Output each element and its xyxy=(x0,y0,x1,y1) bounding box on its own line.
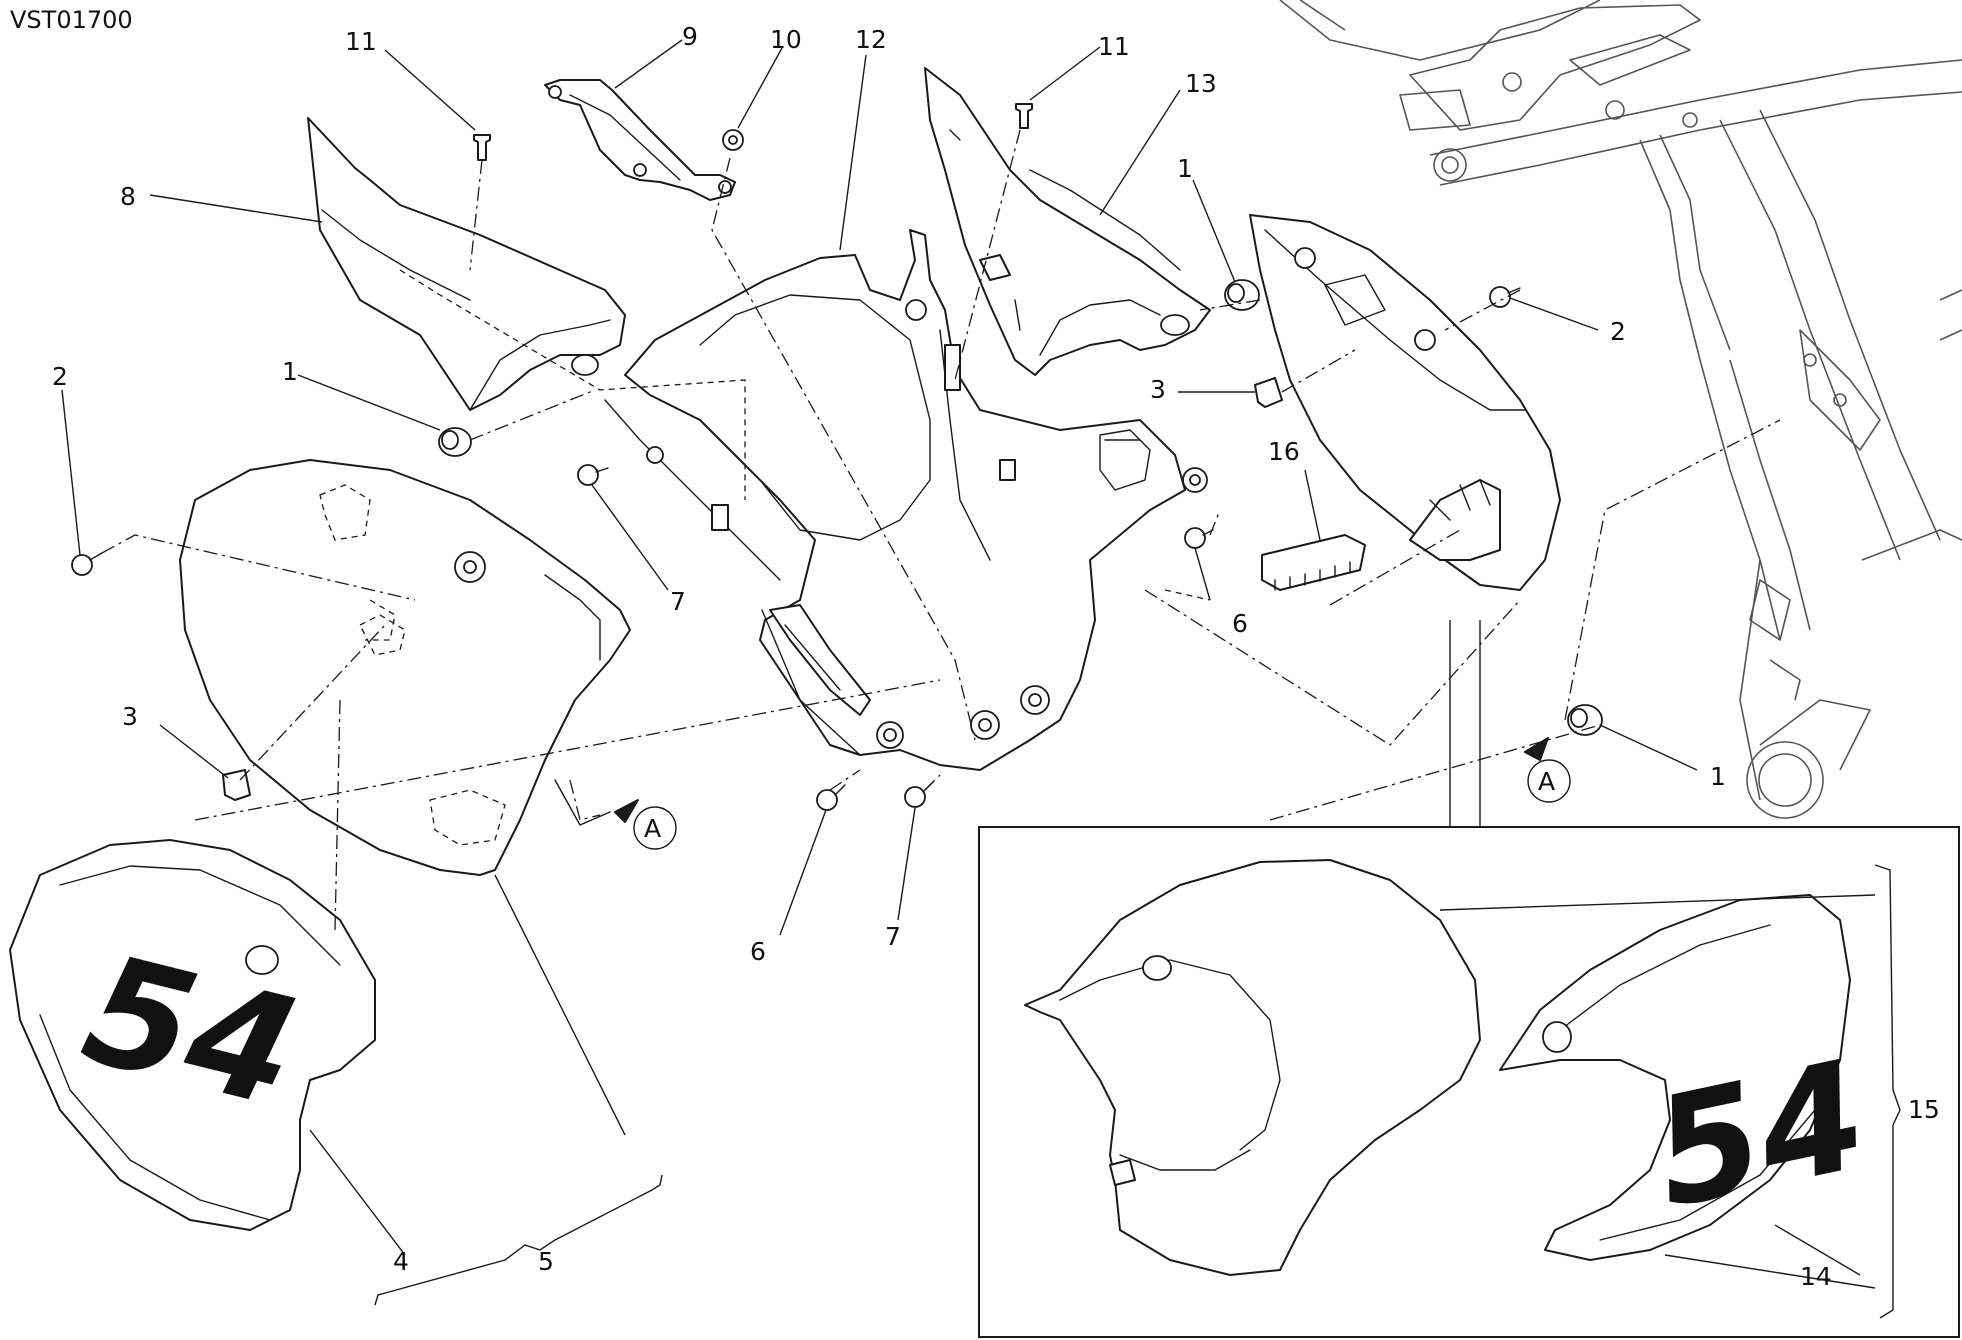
drawing-code: VST01700 xyxy=(10,6,133,34)
callout-7-mid: 7 xyxy=(670,587,686,616)
callout-2-right: 2 xyxy=(1610,317,1626,346)
part-11-screw-left xyxy=(473,134,491,161)
callout-1-lower: 1 xyxy=(1710,762,1726,791)
hidden-lines xyxy=(365,269,1211,641)
callout-13: 13 xyxy=(1185,69,1217,98)
rear-subframe xyxy=(1279,0,1962,819)
callout-1-left: 1 xyxy=(282,357,298,386)
callout-10: 10 xyxy=(770,25,802,54)
part-3-clip-right xyxy=(1254,377,1283,408)
part-2-screw-left xyxy=(71,552,103,576)
callout-16: 16 xyxy=(1268,437,1300,466)
callout-11-left: 11 xyxy=(345,27,377,56)
callout-3-right: 3 xyxy=(1150,375,1166,404)
part-1-grommet-upper xyxy=(1224,279,1260,311)
callout-11-right: 11 xyxy=(1098,32,1130,61)
part-7-screw-low xyxy=(904,781,934,808)
part-13-upper-trim xyxy=(924,67,1211,376)
callout-7-low: 7 xyxy=(885,922,901,951)
svg-text:A: A xyxy=(644,814,661,843)
part-15-tail-cover-inset xyxy=(1024,859,1481,1276)
part-8-upper-side-cover xyxy=(307,117,626,411)
callout-4: 4 xyxy=(393,1247,409,1276)
leader-lines xyxy=(61,39,1876,1289)
part-1-grommet-left xyxy=(438,427,472,457)
assembly-lines xyxy=(101,129,1781,931)
callout-9: 9 xyxy=(682,22,698,51)
callout-8: 8 xyxy=(120,182,136,211)
part-7-screw-mid xyxy=(577,464,609,486)
callout-14: 14 xyxy=(1800,1262,1832,1291)
part-16-clip xyxy=(1261,534,1366,591)
part-10-nut xyxy=(722,129,744,151)
svg-text:A: A xyxy=(1538,767,1555,796)
part-14-number-plate-inset: 54 xyxy=(1499,894,1880,1261)
right-side-cover xyxy=(1249,214,1561,591)
part-12-tail-section xyxy=(604,229,1208,771)
brace-5 xyxy=(374,1174,663,1306)
callout-1-upper: 1 xyxy=(1177,154,1193,183)
callout-5: 5 xyxy=(538,1247,554,1276)
part-3-clip-left xyxy=(222,769,251,801)
brace-15 xyxy=(1874,864,1901,1319)
number-plate-left: 54 xyxy=(9,839,376,1231)
reference-marker-a-right: A xyxy=(1524,737,1571,803)
callout-numbers: 8 11 9 10 12 11 13 1 1 2 2 3 16 6 7 6 7 … xyxy=(52,22,1940,1291)
part-1-grommet-lower xyxy=(1567,704,1603,736)
callout-15: 15 xyxy=(1908,1095,1940,1124)
race-number-inset: 54 xyxy=(1640,1029,1880,1243)
callout-2-left: 2 xyxy=(52,362,68,391)
part-9-bracket xyxy=(544,79,736,201)
reference-marker-a-left: A xyxy=(554,779,677,850)
part-4-side-cover-left xyxy=(179,459,631,876)
callout-3-left: 3 xyxy=(122,702,138,731)
callout-6-low: 6 xyxy=(750,937,766,966)
part-6-screw-right xyxy=(1184,527,1214,549)
callout-6-right: 6 xyxy=(1232,609,1248,638)
part-6-screw-low xyxy=(816,784,846,811)
part-11-screw-right xyxy=(1015,103,1033,129)
part-2-screw-right xyxy=(1489,286,1521,308)
callout-12: 12 xyxy=(855,25,887,54)
